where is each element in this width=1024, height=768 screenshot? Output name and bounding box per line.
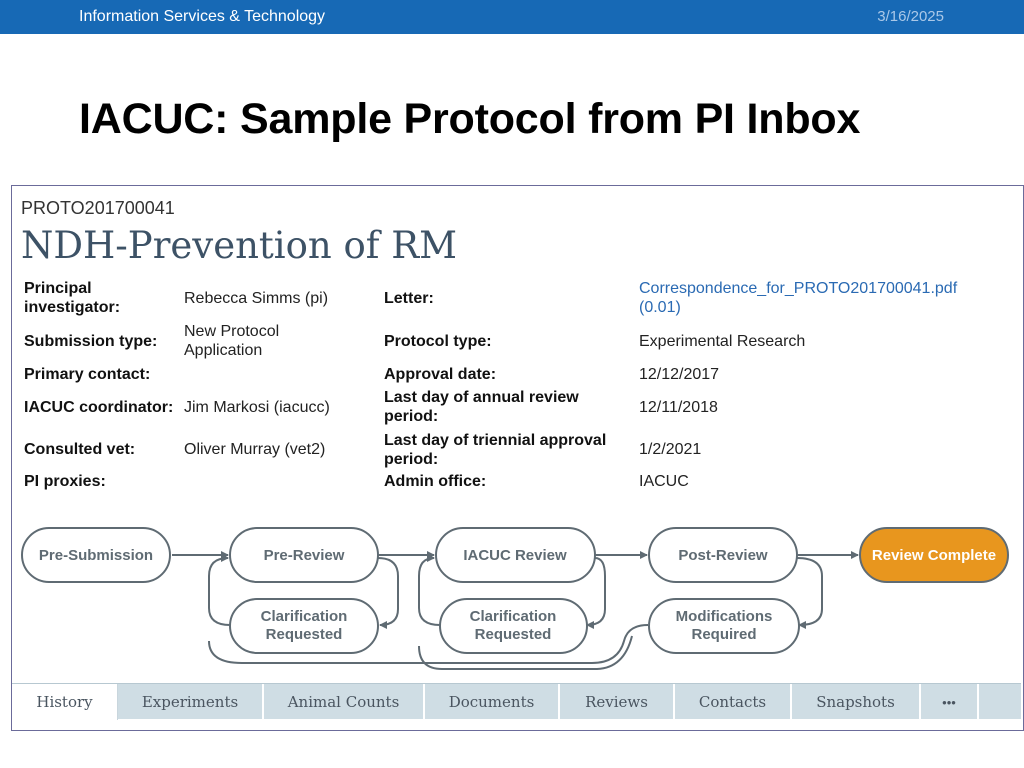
tab-reviews[interactable]: Reviews — [560, 684, 675, 720]
workflow-connectors — [172, 551, 859, 670]
state-review-complete: Review Complete — [859, 527, 1009, 583]
state-modifications-required: Modifications Required — [648, 598, 800, 654]
label-iacuc-coordinator: IACUC coordinator: — [24, 399, 174, 416]
letter-pdf-link[interactable]: Correspondence_for_PROTO201700041.pdf (0… — [639, 280, 958, 316]
protocol-screenshot: PROTO201700041 NDH-Prevention of RM Prin… — [11, 185, 1024, 731]
org-name: Information Services & Technology — [79, 8, 326, 25]
state-pre-submission: Pre-Submission — [21, 527, 171, 583]
label-consulted-vet: Consulted vet: — [24, 441, 136, 458]
tab-bar: History Experiments Animal Counts Docume… — [12, 683, 1021, 720]
tab-animal-counts[interactable]: Animal Counts — [264, 684, 425, 720]
state-clarification-1-line1: Clarification — [261, 608, 348, 625]
tab-more-icon[interactable]: ••• — [921, 684, 979, 720]
state-iacuc-review-label: IACUC Review — [463, 547, 567, 564]
tab-documents[interactable]: Documents — [425, 684, 560, 720]
label-protocol-type: Protocol type: — [384, 333, 492, 350]
value-principal-investigator[interactable]: Rebecca Simms (pi) — [184, 290, 329, 307]
state-iacuc-review: IACUC Review — [435, 527, 596, 583]
value-triennial-approval-date: 1/2/2021 — [639, 441, 702, 458]
state-post-review-label: Post-Review — [678, 547, 768, 564]
label-admin-office: Admin office: — [384, 473, 487, 490]
slide-title: IACUC: Sample Protocol from PI Inbox — [79, 95, 861, 143]
value-approval-date: 12/12/2017 — [639, 366, 720, 383]
state-modifications-line2: Required — [691, 626, 756, 643]
state-review-complete-label: Review Complete — [872, 547, 996, 564]
state-clarification-2-line2: Requested — [475, 626, 552, 643]
state-pre-submission-label: Pre-Submission — [39, 547, 153, 564]
state-pre-review-label: Pre-Review — [264, 547, 345, 564]
label-letter: Letter: — [384, 290, 434, 307]
state-clarification-requested-2: Clarification Requested — [439, 598, 588, 654]
tab-snapshots[interactable]: Snapshots — [792, 684, 921, 720]
tab-contacts[interactable]: Contacts — [675, 684, 792, 720]
value-consulted-vet[interactable]: Oliver Murray (vet2) — [184, 441, 326, 458]
header-bar: Information Services & Technology 3/16/2… — [0, 0, 1024, 34]
state-pre-review: Pre-Review — [229, 527, 379, 583]
label-approval-date: Approval date: — [384, 366, 497, 383]
label-triennial-approval-period: Last day of triennial approval period: — [384, 432, 607, 468]
value-submission-type: New Protocol Application — [184, 323, 280, 359]
value-iacuc-coordinator[interactable]: Jim Markosi (iacucc) — [184, 399, 330, 416]
workflow-diagram: Pre-Submission Pre-Review IACUC Review P… — [21, 527, 1009, 670]
label-principal-investigator: Principal investigator: — [24, 280, 121, 316]
value-admin-office: IACUC — [639, 473, 689, 490]
state-clarification-requested-1: Clarification Requested — [229, 598, 379, 654]
value-annual-review-date: 12/11/2018 — [639, 399, 718, 416]
label-annual-review-period: Last day of annual review period: — [384, 389, 579, 425]
state-post-review: Post-Review — [648, 527, 798, 583]
tab-experiments[interactable]: Experiments — [118, 684, 264, 720]
label-primary-contact: Primary contact: — [24, 366, 151, 383]
protocol-id: PROTO201700041 — [21, 198, 175, 218]
label-pi-proxies: PI proxies: — [24, 473, 106, 490]
tab-history[interactable]: History — [12, 684, 118, 720]
state-modifications-line1: Modifications — [676, 608, 773, 625]
state-clarification-2-line1: Clarification — [470, 608, 557, 625]
state-clarification-1-line2: Requested — [266, 626, 343, 643]
slide-date: 3/16/2025 — [877, 8, 944, 25]
value-protocol-type: Experimental Research — [639, 333, 806, 350]
label-submission-type: Submission type: — [24, 333, 158, 350]
protocol-name: NDH-Prevention of RM — [21, 224, 457, 267]
